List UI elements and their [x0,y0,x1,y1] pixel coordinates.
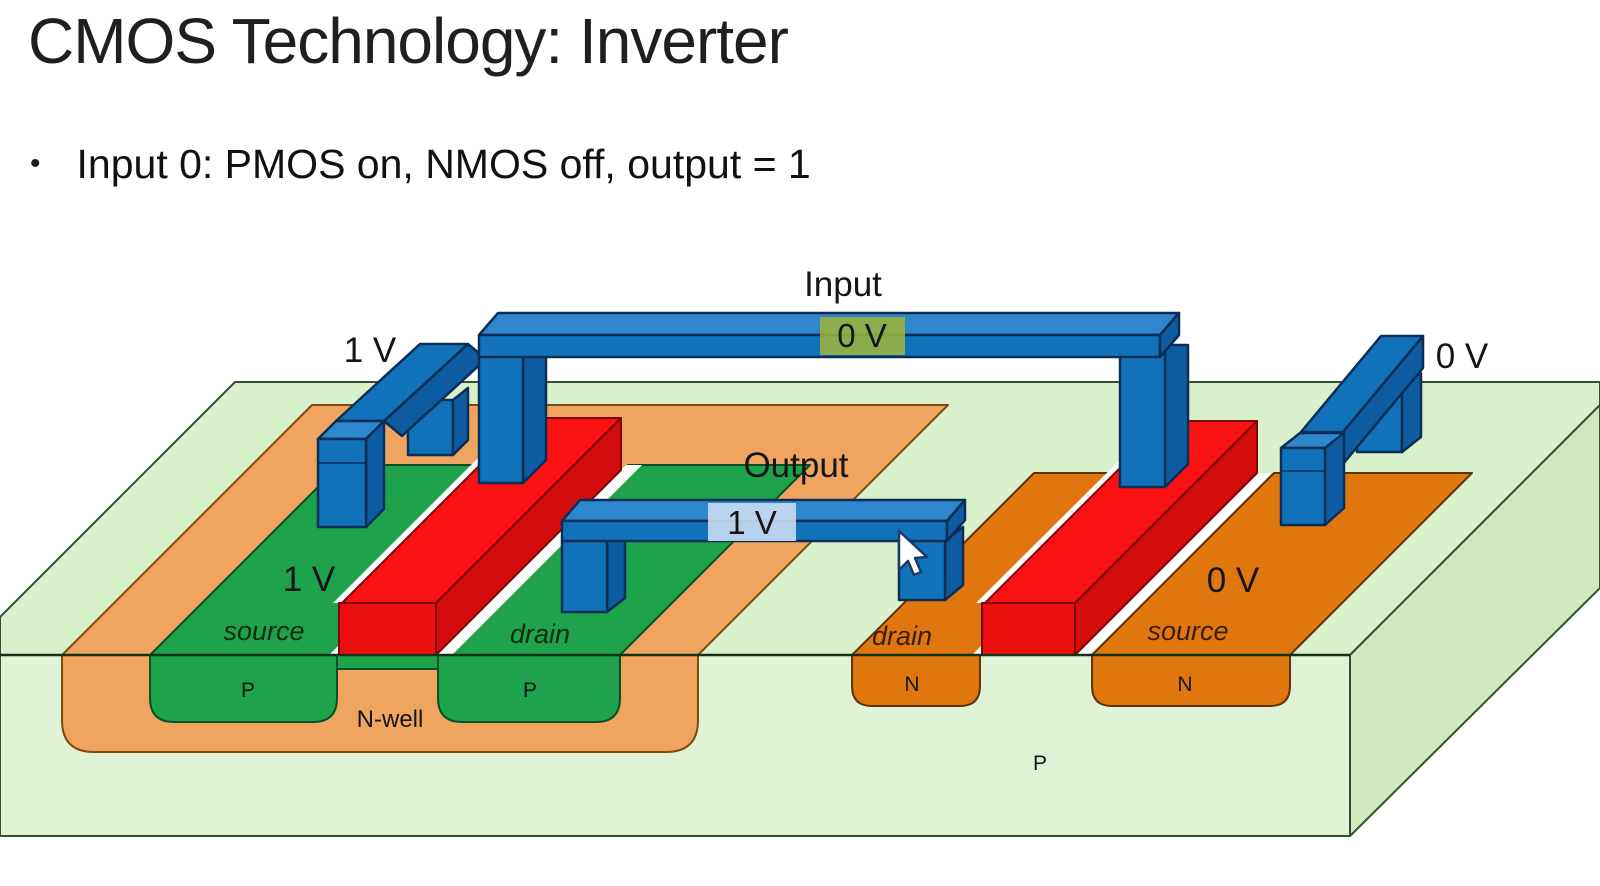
nmos-source-well [1091,654,1291,707]
nmos-drain-label: drain [872,621,932,651]
nmos-gate-oxide-gap-right [1073,473,1271,655]
input-voltage-highlight [820,317,905,355]
nwell-label: N-well [357,706,424,733]
nmos-gate-post-side [1163,343,1190,489]
output-voltage-highlight [708,503,796,541]
nmos-source-doping: N [1177,673,1192,696]
input-rail [477,311,1181,359]
output-wire [560,498,967,614]
pmos-gate-post-front [477,348,525,485]
substrate-right-face [1349,404,1600,837]
pmos-source-voltage: 1 V [283,560,336,599]
output-bar-end-cap [945,498,967,543]
nmos-source-label: source [1147,616,1228,646]
input-rail-front-face [477,333,1162,359]
input-rail-end-cap [1158,311,1181,359]
cross-section [0,653,1350,753]
pmos-source-well [149,654,338,723]
pmos-gate-post-side [521,343,548,485]
substrate-label: P [1033,752,1047,775]
bullet-icon: • [30,147,41,180]
pmos-drain-doping: P [523,679,537,702]
vdd-strap-back-post-side [451,386,470,457]
bullet-text: Input 0: PMOS on, NMOS off, output = 1 [76,141,811,187]
diagram-labels: Input 0 V 1 V 0 V Output 1 V 1 V 0 V sou… [223,265,1488,775]
vdd-strap-front-post-side [364,419,386,529]
nmos-gate-post-front [1118,348,1167,489]
pmos-drain-label: drain [510,619,570,649]
output-value-label: 1 V [727,504,777,541]
nmos-transistor [851,420,1473,656]
output-left-post-front [560,539,609,614]
gnd-label: 0 V [1436,337,1489,376]
vdd-label: 1 V [344,331,397,370]
output-label: Output [743,446,848,485]
vdd-strap-front-post-front [316,437,368,529]
mouse-cursor-icon [897,529,929,577]
nmos-drain-well [851,654,981,707]
gate-contacts [477,343,1190,489]
pmos-gate-front-face [338,602,437,656]
gnd-strap [1279,334,1425,527]
vdd-strap [316,342,488,529]
pmos-channel [336,654,439,670]
pmos-source-label: source [223,616,304,646]
bullet-item: • Input 0: PMOS on, NMOS off, output = 1 [30,138,811,190]
input-label: Input [804,265,882,304]
gnd-strap-front-post-side [1323,431,1346,527]
pmos-source-doping: P [241,679,255,702]
gnd-strap-front-post-front [1279,446,1327,527]
nmos-source-voltage: 0 V [1207,561,1260,600]
nmos-drain-doping: N [904,673,919,696]
page-title: CMOS Technology: Inverter [28,5,789,77]
nmos-gate-front-face [981,602,1076,656]
input-value-label: 0 V [837,317,887,354]
pmos-drain-well [437,654,621,723]
